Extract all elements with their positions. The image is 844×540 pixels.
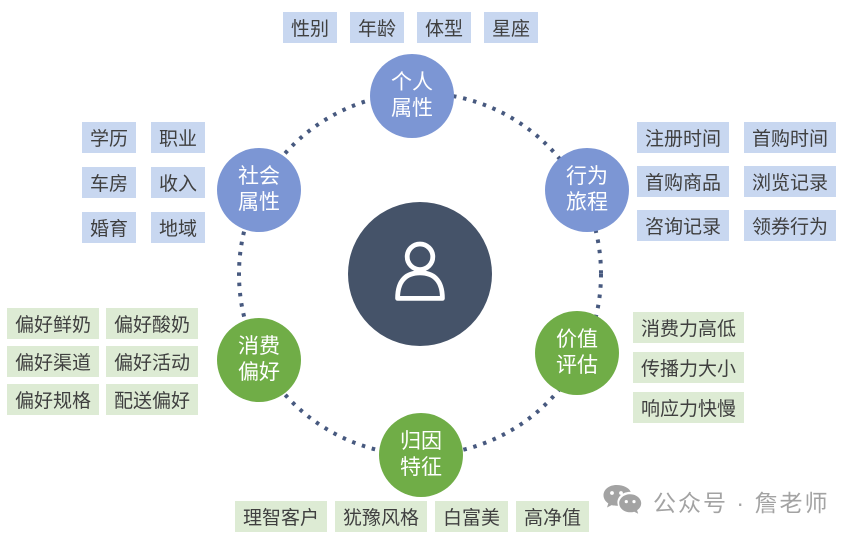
social-attribute-tags: 学历 职业 车房 收入 婚育 地域 xyxy=(82,122,206,243)
node-label: 偏好 xyxy=(238,361,280,384)
social-attribute-tag: 收入 xyxy=(151,167,206,198)
consumption-preference-tag: 偏好酸奶 xyxy=(106,308,199,339)
node-label: 行为 xyxy=(566,165,608,188)
attribution-feature-tag: 犹豫风格 xyxy=(335,501,428,532)
social-attribute-tag: 学历 xyxy=(82,122,137,153)
consumption-preference-tags: 偏好鲜奶 偏好酸奶 偏好渠道 偏好活动 偏好规格 配送偏好 xyxy=(7,308,199,415)
consumption-preference-tag: 偏好鲜奶 xyxy=(7,308,100,339)
behavior-journey-tag: 咨询记录 xyxy=(637,210,730,241)
personal-attribute-tag: 年龄 xyxy=(350,12,405,43)
behavior-journey-tag: 浏览记录 xyxy=(744,166,837,197)
node-personal-attributes: 个人 属性 xyxy=(370,54,454,138)
attribution-feature-tag: 高净值 xyxy=(516,501,590,532)
person-icon xyxy=(380,232,460,317)
behavior-journey-tag: 领券行为 xyxy=(744,210,837,241)
value-evaluation-tags: 消费力高低 传播力大小 响应力快慢 xyxy=(633,312,745,423)
node-label: 特征 xyxy=(400,456,442,479)
social-attribute-tag: 地域 xyxy=(151,212,206,243)
node-label: 个人 xyxy=(391,71,433,94)
node-social-attributes: 社会 属性 xyxy=(217,148,301,232)
node-label: 评估 xyxy=(556,354,598,377)
consumption-preference-tag: 偏好规格 xyxy=(7,384,100,415)
attribution-feature-tags: 理智客户 犹豫风格 白富美 高净值 xyxy=(235,501,590,532)
consumption-preference-tag: 配送偏好 xyxy=(106,384,199,415)
social-attribute-tag: 婚育 xyxy=(82,212,137,243)
node-label: 旅程 xyxy=(566,191,608,214)
social-attribute-tag: 车房 xyxy=(82,167,137,198)
value-evaluation-tag: 响应力快慢 xyxy=(633,392,745,423)
consumption-preference-tag: 偏好活动 xyxy=(106,346,199,377)
node-value-evaluation: 价值 评估 xyxy=(535,311,619,395)
wechat-icon xyxy=(602,483,644,519)
value-evaluation-tag: 传播力大小 xyxy=(633,352,745,383)
node-consumption-preference: 消费 偏好 xyxy=(217,318,301,402)
node-label: 社会 xyxy=(238,165,280,188)
node-label: 价值 xyxy=(556,328,598,351)
behavior-journey-tag: 注册时间 xyxy=(637,122,730,153)
personal-attribute-tag: 星座 xyxy=(484,12,539,43)
personal-attribute-tag: 体型 xyxy=(417,12,472,43)
node-label: 属性 xyxy=(238,191,280,214)
node-label: 属性 xyxy=(391,97,433,120)
node-behavior-journey: 行为 旅程 xyxy=(545,148,629,232)
personal-attribute-tag: 性别 xyxy=(283,12,338,43)
node-attribution-features: 归因 特征 xyxy=(379,413,463,497)
consumption-preference-tag: 偏好渠道 xyxy=(7,346,100,377)
center-persona-circle xyxy=(348,202,492,346)
personal-attribute-tags: 性别 年龄 体型 星座 xyxy=(283,12,539,43)
behavior-journey-tag: 首购时间 xyxy=(744,122,837,153)
watermark: 公众号 · 詹老师 xyxy=(602,483,829,519)
watermark-text: 公众号 · 詹老师 xyxy=(653,490,830,516)
behavior-journey-tag: 首购商品 xyxy=(637,166,730,197)
behavior-journey-tags: 注册时间 首购时间 首购商品 浏览记录 咨询记录 领券行为 xyxy=(637,122,837,241)
value-evaluation-tag: 消费力高低 xyxy=(633,312,745,343)
attribution-feature-tag: 白富美 xyxy=(435,501,509,532)
node-label: 消费 xyxy=(238,335,280,358)
attribution-feature-tag: 理智客户 xyxy=(235,501,328,532)
social-attribute-tag: 职业 xyxy=(151,122,206,153)
node-label: 归因 xyxy=(400,430,442,453)
